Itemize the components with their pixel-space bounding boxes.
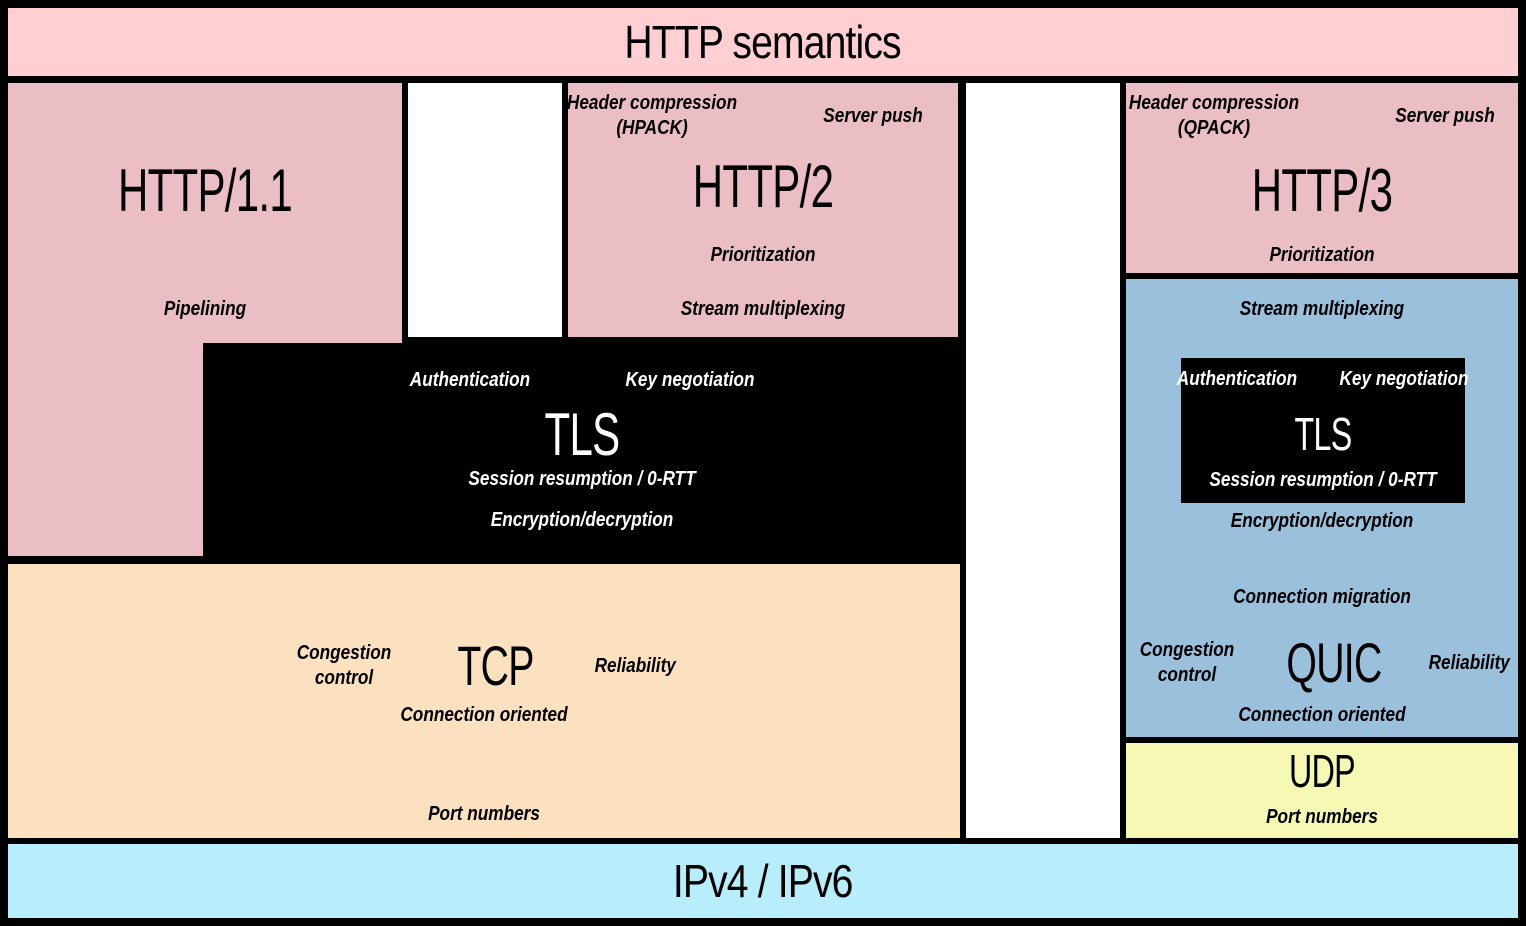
http-semantics-title: HTTP semantics xyxy=(624,15,902,68)
quic-tls-title: TLS xyxy=(1294,408,1353,460)
congestion-control-label: Congestion control xyxy=(296,642,392,689)
http11-title: HTTP/1.1 xyxy=(117,157,293,224)
http2-title: HTTP/2 xyxy=(692,153,834,220)
tcp-block: Congestion control TCP Reliability Conne… xyxy=(8,564,960,838)
http-semantics-bar: HTTP semantics xyxy=(8,8,1518,76)
quic-feature-row: Congestion control QUIC Reliability xyxy=(1126,627,1518,699)
reliability-label: Reliability xyxy=(594,654,677,677)
stream-multiplexing-label: Stream multiplexing xyxy=(680,298,846,320)
reliability-label: Reliability xyxy=(1428,651,1510,674)
pipelining-label: Pipelining xyxy=(163,298,247,320)
prioritization-label: Prioritization xyxy=(1269,244,1375,266)
qpack-label: (QPACK) xyxy=(1177,117,1251,139)
header-compression-label: Header compression (QPACK) xyxy=(1128,92,1300,139)
prioritization-label: Prioritization xyxy=(710,244,816,266)
header-compression-label: Header compression (HPACK) xyxy=(566,92,738,139)
encryption-label: Encryption/decryption xyxy=(1230,510,1414,532)
ip-bar: IPv4 / IPv6 xyxy=(8,844,1518,918)
tls-title: TLS xyxy=(544,401,620,468)
http3-block: Header compression (QPACK) Server push H… xyxy=(1126,83,1518,273)
port-numbers-label: Port numbers xyxy=(1266,806,1378,828)
tls-block: Authentication Key negotiation TLS Sessi… xyxy=(203,343,960,558)
connection-oriented-label: Connection oriented xyxy=(1238,704,1406,726)
connection-migration-label: Connection migration xyxy=(1233,586,1411,608)
session-resumption-label: Session resumption / 0-RTT xyxy=(467,468,696,490)
hpack-label: (HPACK) xyxy=(616,117,688,139)
spacer-column-left xyxy=(408,83,562,337)
key-negotiation-label: Key negotiation xyxy=(1339,367,1469,390)
ip-title: IPv4 / IPv6 xyxy=(673,854,854,907)
stream-multiplexing-label: Stream multiplexing xyxy=(1239,298,1405,320)
tcp-title: TCP xyxy=(457,633,535,697)
quic-title: QUIC xyxy=(1286,630,1382,694)
quic-tls-block: Authentication Key negotiation TLS Sessi… xyxy=(1177,358,1469,503)
key-negotiation-label: Key negotiation xyxy=(625,369,755,391)
session-resumption-label: Session resumption / 0-RTT xyxy=(1209,469,1437,491)
udp-title: UDP xyxy=(1289,745,1356,797)
quic-tls-feature-row: Authentication Key negotiation xyxy=(1177,366,1469,392)
encryption-label: Encryption/decryption xyxy=(490,509,673,531)
authentication-label: Authentication xyxy=(409,369,531,391)
connection-oriented-label: Connection oriented xyxy=(400,704,568,726)
authentication-label: Authentication xyxy=(1176,367,1298,390)
server-push-label: Server push xyxy=(823,105,923,127)
quic-block: Stream multiplexing Authentication Key n… xyxy=(1126,279,1518,737)
spacer-column-right xyxy=(966,83,1120,838)
server-push-label: Server push xyxy=(1395,105,1495,127)
http2-block: Header compression (HPACK) Server push H… xyxy=(566,83,958,337)
http3-title: HTTP/3 xyxy=(1251,157,1393,224)
tcp-feature-row: Congestion control TCP Reliability xyxy=(8,630,960,702)
port-numbers-label: Port numbers xyxy=(428,803,540,825)
udp-block: UDP Port numbers xyxy=(1126,743,1518,838)
congestion-control-label: Congestion control xyxy=(1139,639,1235,686)
